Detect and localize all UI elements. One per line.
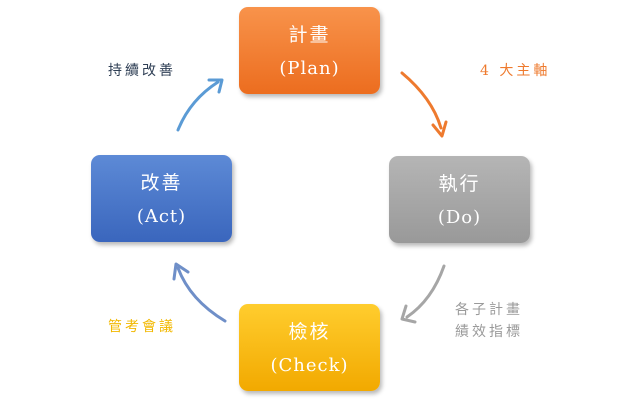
node-act-title: 改善 bbox=[140, 172, 183, 194]
label-sub-plan-line-1: 各子計畫 bbox=[455, 302, 523, 318]
node-check-title: 檢核 bbox=[288, 321, 331, 343]
node-do-subtitle: (Do) bbox=[437, 207, 482, 228]
node-check: 檢核 (Check) bbox=[239, 304, 380, 391]
node-act-subtitle: (Act) bbox=[136, 206, 187, 227]
node-act: 改善 (Act) bbox=[91, 155, 232, 242]
label-sub-plan-line-2: 績效指標 bbox=[455, 324, 523, 340]
label-sub-plan-indicators: 各子計畫 績效指標 bbox=[455, 299, 523, 343]
arrow-act-to-plan bbox=[176, 78, 224, 132]
node-plan-subtitle: (Plan) bbox=[279, 58, 340, 79]
arrow-plan-to-do bbox=[400, 71, 448, 138]
node-check-subtitle: (Check) bbox=[270, 355, 349, 376]
arrow-do-to-check bbox=[400, 264, 446, 324]
label-continuous-improvement: 持續改善 bbox=[108, 63, 176, 79]
node-plan: 計畫 (Plan) bbox=[239, 7, 380, 94]
label-four-axes: 4 大主軸 bbox=[480, 63, 551, 79]
label-management-meeting: 管考會議 bbox=[108, 319, 176, 335]
node-do-title: 執行 bbox=[438, 173, 481, 195]
node-plan-title: 計畫 bbox=[288, 24, 331, 46]
node-do: 執行 (Do) bbox=[389, 156, 530, 243]
arrow-check-to-act bbox=[172, 262, 227, 323]
